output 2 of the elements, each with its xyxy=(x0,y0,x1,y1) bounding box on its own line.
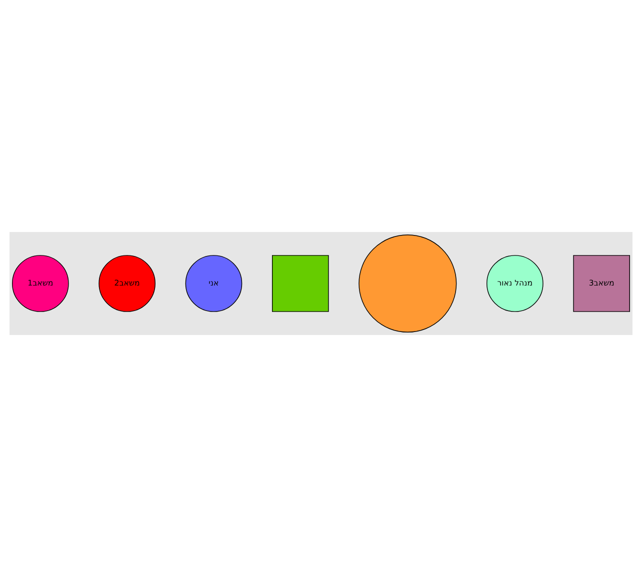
node-circle xyxy=(358,234,457,332)
node-box xyxy=(272,254,329,312)
